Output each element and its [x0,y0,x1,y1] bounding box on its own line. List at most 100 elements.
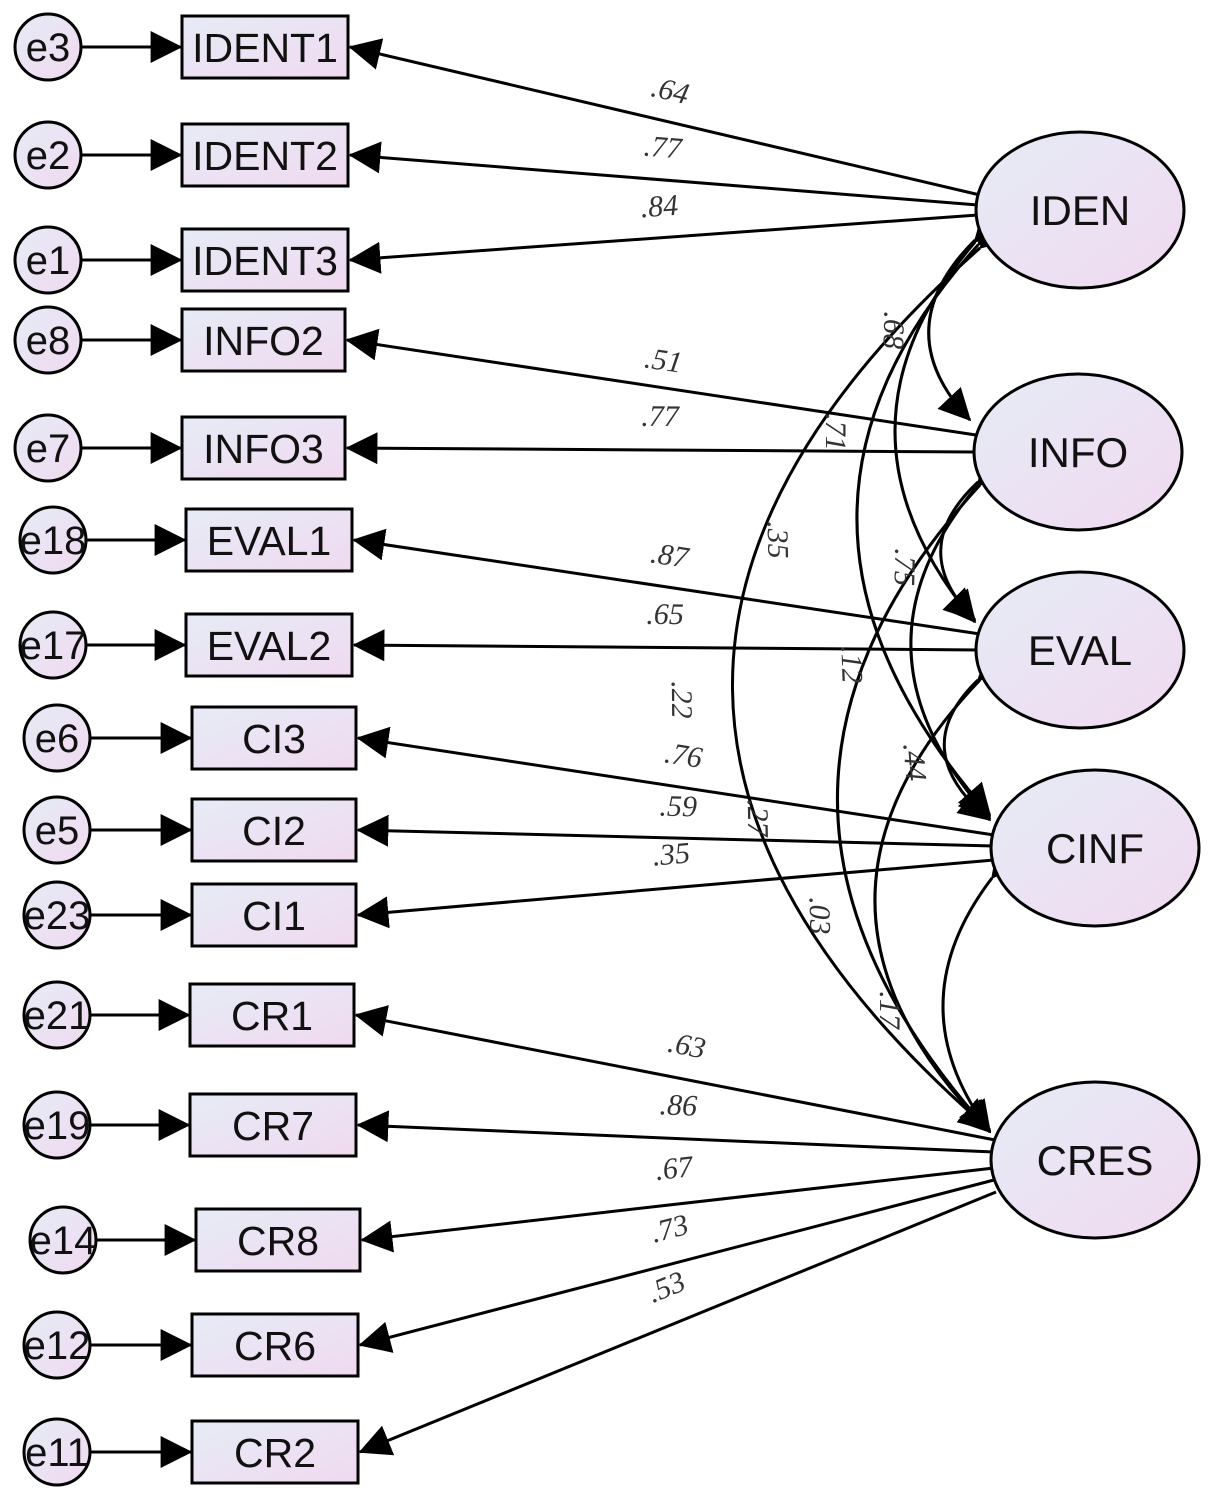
error-label-e21: e21 [24,994,91,1038]
indicator-label-cr7: CR7 [232,1103,314,1149]
error-label-e7: e7 [26,427,71,471]
error-label-e23: e23 [24,894,91,938]
error-node-e6 [22,703,92,773]
covariance-label-eval-cres: .03 [803,897,837,935]
loading-arrow-iden-ident1 [348,38,981,197]
indicator-label-ci2: CI2 [242,808,306,854]
latent-node-eval [974,570,1186,730]
error-node-e11 [22,1417,92,1487]
loading-arrow-cinf-ci3 [356,726,995,837]
indicator-box-eval1 [184,507,354,573]
loading-label-eval1: .87 [648,537,692,575]
indicator-label-info2: INFO2 [203,318,324,364]
error-label-e1: e1 [26,239,71,283]
error-label-e19: e19 [24,1104,91,1148]
indicator-label-info3: INFO3 [203,426,324,472]
indicator-box-ident3 [180,227,350,293]
error-node-e12 [22,1310,92,1380]
loading-label-cr8: .67 [653,1150,696,1187]
covariance-eval-cinf [942,647,1012,822]
latent-node-info [972,372,1184,532]
latent-node-iden [974,130,1186,290]
error-label-e18: e18 [20,519,87,563]
covariance-label-iden-cres: .22 [665,681,698,719]
indicator-box-ci3 [190,705,358,771]
loading-arrow-iden-ident3 [348,213,979,274]
indicator-box-cr2 [190,1419,360,1485]
covariance-layer [731,207,1024,1134]
loading-label-ci3: .76 [662,736,704,774]
covariance-label-eval-cinf: .44 [896,742,932,782]
indicator-label-ident3: IDENT3 [192,238,338,284]
loading-arrow-cres-cr2 [358,1190,997,1456]
covariance-label-info-eval: .75 [888,548,922,586]
error-node-e8 [13,305,83,375]
error-node-e17 [18,610,88,680]
indicator-box-ci2 [190,797,358,863]
indicator-box-eval2 [184,612,354,678]
error-node-e1 [13,225,83,295]
loading-label-ident3: .84 [639,189,679,225]
latent-label-info: INFO [1028,429,1128,476]
loading-arrow-cres-cr1 [354,1005,996,1142]
error-node-e3 [13,12,83,82]
error-node-e2 [13,120,83,190]
error-label-e3: e3 [26,26,71,70]
indicator-box-ident1 [180,14,350,80]
covariance-info-eval [939,449,1012,622]
loading-label-eval2: .65 [646,598,684,631]
loading-label-cr1: .63 [665,1026,708,1066]
error-node-e18 [18,505,88,575]
error-node-e21 [22,980,92,1050]
indicator-box-cr1 [188,982,356,1048]
covariance-label-info-cres: .27 [741,799,775,839]
covariance-cinf-cres [941,844,1024,1134]
latent-label-cres: CRES [1037,1137,1154,1184]
loading-arrow-eval-eval2 [352,629,981,662]
latent-node-cres [989,1080,1201,1240]
indicator-box-cr6 [190,1312,360,1378]
indicator-label-ident2: IDENT2 [192,133,338,179]
loading-label-ci1: .35 [651,836,691,872]
loading-arrow-cinf-ci2 [356,814,995,848]
indicator-box-cr7 [188,1092,358,1158]
loading-label-ci2: .59 [659,790,697,824]
indicator-label-eval1: EVAL1 [207,518,332,564]
indicator-label-cr6: CR6 [234,1323,316,1369]
indicator-label-ci3: CI3 [242,716,306,762]
error-node-e19 [22,1090,92,1160]
indicator-box-ident2 [180,122,350,188]
covariance-iden-cinf [855,211,1011,817]
loading-label-info3: .77 [641,400,681,433]
error-label-e6: e6 [35,717,80,761]
error-label-e17: e17 [20,624,87,668]
error-node-e7 [13,413,83,483]
label-layer: .68.71.35.22.75.12.27.44.03.17.64.77.84.… [639,70,932,1309]
covariance-label-info-cinf: .12 [834,645,868,684]
error-arrow-layer [81,31,197,1468]
indicator-label-cr1: CR1 [231,993,313,1039]
error-node-e23 [22,880,92,950]
indicator-box-ci1 [190,882,358,948]
loading-arrow-iden-ident2 [348,141,979,207]
latent-label-cinf: CINF [1046,825,1144,872]
covariance-label-cinf-cres: .17 [873,991,906,1031]
indicator-label-ident1: IDENT1 [192,25,338,71]
covariance-label-iden-eval: .71 [819,413,852,451]
loading-arrow-info-info3 [345,432,977,465]
loading-arrow-cinf-ci1 [356,858,995,929]
loading-arrow-cres-cr7 [356,1110,995,1154]
indicator-label-ci1: CI1 [242,893,306,939]
indicator-box-info3 [180,415,347,481]
loading-arrow-eval-eval1 [352,528,981,636]
latent-node-cinf [989,768,1201,928]
loading-arrow-info-info2 [345,328,977,437]
covariance-eval-cres [873,646,1013,1134]
loading-label-cr2: .53 [643,1265,690,1310]
error-node-e5 [22,795,92,865]
loading-arrow-cres-cr6 [358,1178,995,1353]
indicator-label-cr8: CR8 [237,1218,319,1264]
